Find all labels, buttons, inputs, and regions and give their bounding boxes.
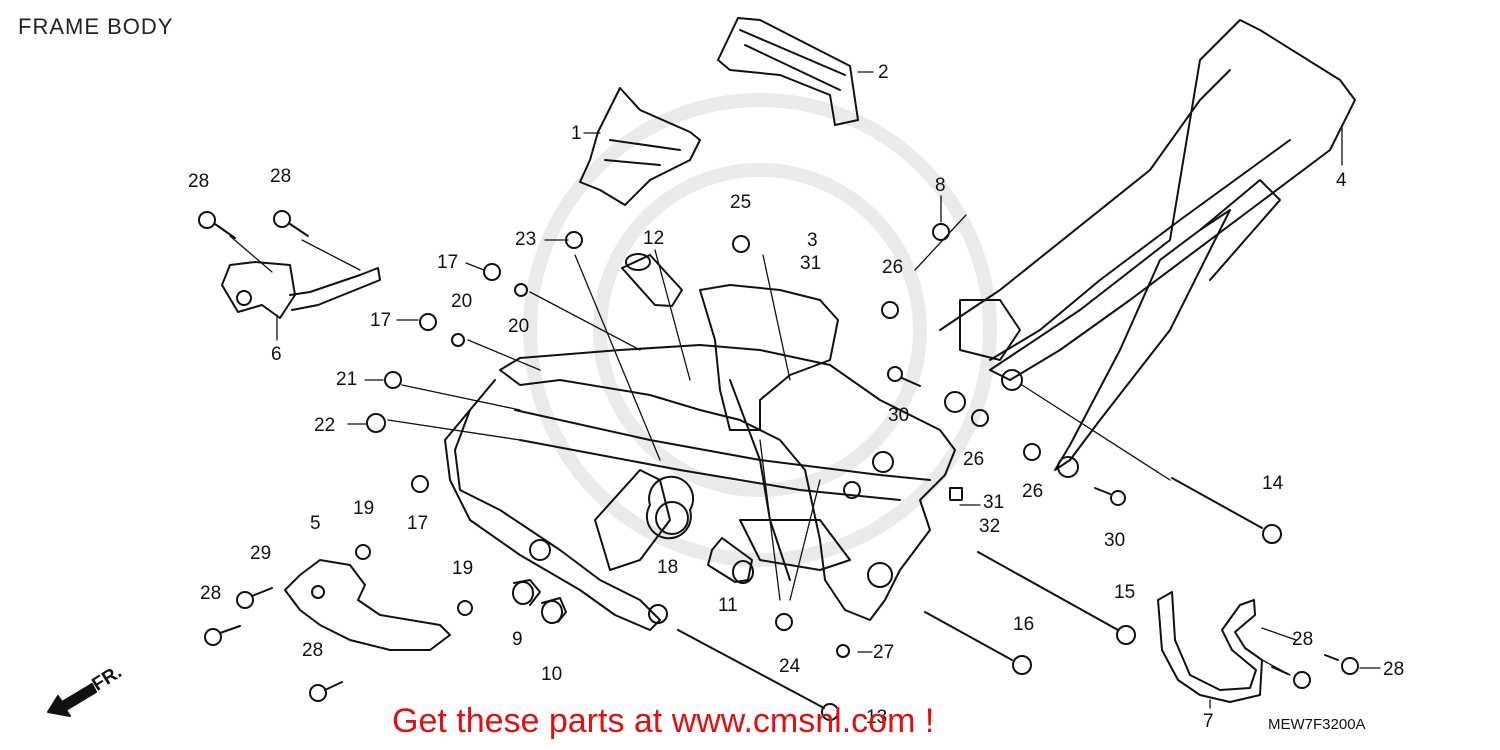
- callout-27: 27: [873, 642, 895, 663]
- nut-26-b: [971, 409, 989, 427]
- callout-19-a: 19: [353, 498, 375, 519]
- main-frame: [444, 284, 956, 631]
- callout-5: 5: [310, 513, 321, 534]
- callout-19-b: 19: [452, 558, 474, 579]
- callout-17-c: 17: [407, 513, 429, 534]
- callout-20-a: 20: [508, 316, 530, 337]
- callout-10: 10: [541, 664, 563, 685]
- callout-12: 12: [643, 228, 665, 249]
- bolt-30-a: [887, 366, 921, 387]
- bolt-28-d: [204, 625, 241, 646]
- part-9-collar: [512, 579, 541, 606]
- callout-25: 25: [730, 192, 752, 213]
- part-1-cover: [579, 87, 701, 206]
- part-14-bolt: [1171, 477, 1282, 544]
- callout-23: 23: [515, 229, 537, 250]
- callout-24: 24: [779, 656, 801, 677]
- callout-28-e: 28: [302, 640, 324, 661]
- nut-17-c: [411, 475, 429, 493]
- cap-31-32: [949, 487, 963, 501]
- bolt-28-f: [1271, 666, 1311, 689]
- clip-24: [775, 613, 793, 631]
- part-13-bolt: [677, 629, 839, 721]
- nut-27: [836, 644, 850, 658]
- callout-6: 6: [271, 344, 282, 365]
- promo-link-text[interactable]: Get these parts at www.cmsnl.com !: [392, 702, 935, 740]
- clip-25: [732, 235, 750, 253]
- part-11-collar: [707, 537, 754, 584]
- callout-30-a: 30: [888, 405, 910, 426]
- diagram-title: FRAME BODY: [18, 14, 174, 39]
- callout-13: 13: [866, 707, 888, 728]
- callout-8: 8: [935, 175, 946, 196]
- callout-16: 16: [1013, 614, 1035, 635]
- callout-3: 3: [807, 230, 818, 251]
- callout-29: 29: [250, 543, 272, 564]
- callout-17-b: 17: [370, 310, 392, 331]
- diagram-code: MEW7F3200A: [1268, 716, 1366, 733]
- callout-21: 21: [336, 369, 358, 390]
- callout-26-c: 26: [1022, 481, 1044, 502]
- callout-28-c: 28: [200, 583, 222, 604]
- callout-17-a: 17: [437, 252, 459, 273]
- bolt-28-b: [273, 210, 309, 237]
- clip-22: [366, 413, 386, 433]
- callout-18: 18: [657, 557, 679, 578]
- callout-7: 7: [1203, 711, 1214, 732]
- callout-15: 15: [1114, 582, 1136, 603]
- nut-26-a: [881, 301, 899, 319]
- bolt-28-e: [309, 681, 343, 702]
- callout-4: 4: [1336, 170, 1347, 191]
- fr-arrow-icon: [47, 683, 97, 717]
- part-16-bolt: [924, 611, 1032, 675]
- part-12-collar: [621, 253, 683, 307]
- bolt-30-b: [1094, 487, 1126, 506]
- bolt-28-c: [236, 587, 273, 609]
- part-10-collar: [541, 597, 567, 624]
- part-5-bracket: [284, 559, 451, 651]
- callout-28-f: 28: [1292, 629, 1314, 650]
- part-4-rear-subframe: [939, 19, 1356, 478]
- callout-28-g: 28: [1383, 659, 1405, 680]
- part-2-cover: [717, 17, 859, 126]
- washer-20-b: [451, 333, 465, 347]
- part-7-bracket: [1157, 591, 1263, 703]
- clip-21: [384, 371, 402, 389]
- callout-31-bottom: 31: [983, 492, 1005, 513]
- leader-lines: [229, 71, 1381, 709]
- callout-1: 1: [571, 123, 582, 144]
- callout-14: 14: [1262, 473, 1284, 494]
- nut-26-c: [1023, 443, 1041, 461]
- callout-26-b: 26: [963, 449, 985, 470]
- callout-2: 2: [878, 62, 889, 83]
- callout-22: 22: [314, 415, 336, 436]
- watermark-logo: [523, 93, 997, 567]
- grommet-18: [655, 501, 689, 535]
- callout-28-b: 28: [270, 166, 292, 187]
- part-6-bracket: [221, 261, 381, 319]
- nut-17-b: [419, 313, 437, 331]
- callout-11: 11: [718, 595, 738, 616]
- part-15-bolt: [977, 551, 1136, 645]
- callout-9: 9: [512, 629, 523, 650]
- nut-8: [932, 223, 950, 241]
- callout-30-b: 30: [1104, 530, 1126, 551]
- callout-20-b: 20: [451, 291, 473, 312]
- bolt-28-a: [198, 211, 236, 239]
- nut-19-b: [457, 600, 473, 616]
- callout-31-top: 31: [800, 253, 822, 274]
- callout-32: 32: [979, 516, 1001, 537]
- bolt-28-g: [1324, 654, 1359, 675]
- washer-20-a: [514, 283, 528, 297]
- nut-19-a: [355, 544, 371, 560]
- callout-26-a: 26: [882, 257, 904, 278]
- nut-17-a: [483, 263, 501, 281]
- callout-28-a: 28: [188, 171, 210, 192]
